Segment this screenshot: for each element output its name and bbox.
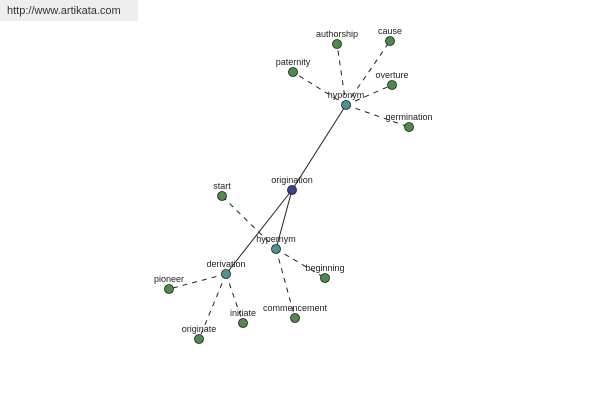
edge-origination-hypernym: [275, 189, 293, 250]
node-label-authorship[interactable]: authorship: [316, 29, 358, 39]
node-label-hypernym[interactable]: hypernym: [256, 234, 296, 244]
node-start[interactable]: [217, 191, 227, 201]
node-label-hyponym[interactable]: hyponym: [328, 90, 365, 100]
edge-origination-hyponym: [291, 104, 347, 191]
node-label-paternity[interactable]: paternity: [276, 57, 311, 67]
node-derivation[interactable]: [221, 269, 231, 279]
node-originate[interactable]: [194, 334, 204, 344]
node-label-germination[interactable]: germination: [385, 112, 432, 122]
node-commencement[interactable]: [290, 313, 300, 323]
node-label-derivation[interactable]: derivation: [206, 259, 245, 269]
nodes-layer: [164, 36, 414, 344]
node-paternity[interactable]: [288, 67, 298, 77]
node-germination[interactable]: [404, 122, 414, 132]
node-cause[interactable]: [385, 36, 395, 46]
node-label-initiate[interactable]: initiate: [230, 308, 256, 318]
node-beginning[interactable]: [320, 273, 330, 283]
node-pioneer[interactable]: [164, 284, 174, 294]
edge-derivation-originate: [198, 273, 227, 340]
node-label-originate[interactable]: originate: [182, 324, 217, 334]
edge-derivation-initiate: [225, 273, 244, 324]
edges-layer: [168, 40, 410, 340]
source-banner: http://www.artikata.com: [0, 0, 138, 21]
edge-hyponym-authorship: [336, 43, 347, 106]
node-label-origination[interactable]: origination: [271, 175, 313, 185]
edge-hypernym-commencement: [275, 248, 296, 319]
node-label-commencement[interactable]: commencement: [263, 303, 328, 313]
node-authorship[interactable]: [332, 39, 342, 49]
node-label-pioneer[interactable]: pioneer: [154, 274, 184, 284]
node-label-overture[interactable]: overture: [375, 70, 408, 80]
edge-hypernym-start: [221, 195, 277, 250]
node-initiate[interactable]: [238, 318, 248, 328]
source-link[interactable]: http://www.artikata.com: [7, 5, 121, 17]
node-label-beginning[interactable]: beginning: [305, 263, 344, 273]
edge-hyponym-overture: [345, 84, 393, 106]
node-label-start[interactable]: start: [213, 181, 231, 191]
node-overture[interactable]: [387, 80, 397, 90]
node-hyponym[interactable]: [341, 100, 351, 110]
edge-hyponym-paternity: [292, 71, 347, 106]
labels-layer: origination hyponym hypernym derivation auth…: [154, 26, 433, 334]
edge-hyponym-cause: [345, 40, 391, 106]
node-origination[interactable]: [287, 185, 297, 195]
edge-hyponym-germination: [345, 104, 410, 128]
node-hypernym[interactable]: [271, 244, 281, 254]
node-label-cause[interactable]: cause: [378, 26, 402, 36]
